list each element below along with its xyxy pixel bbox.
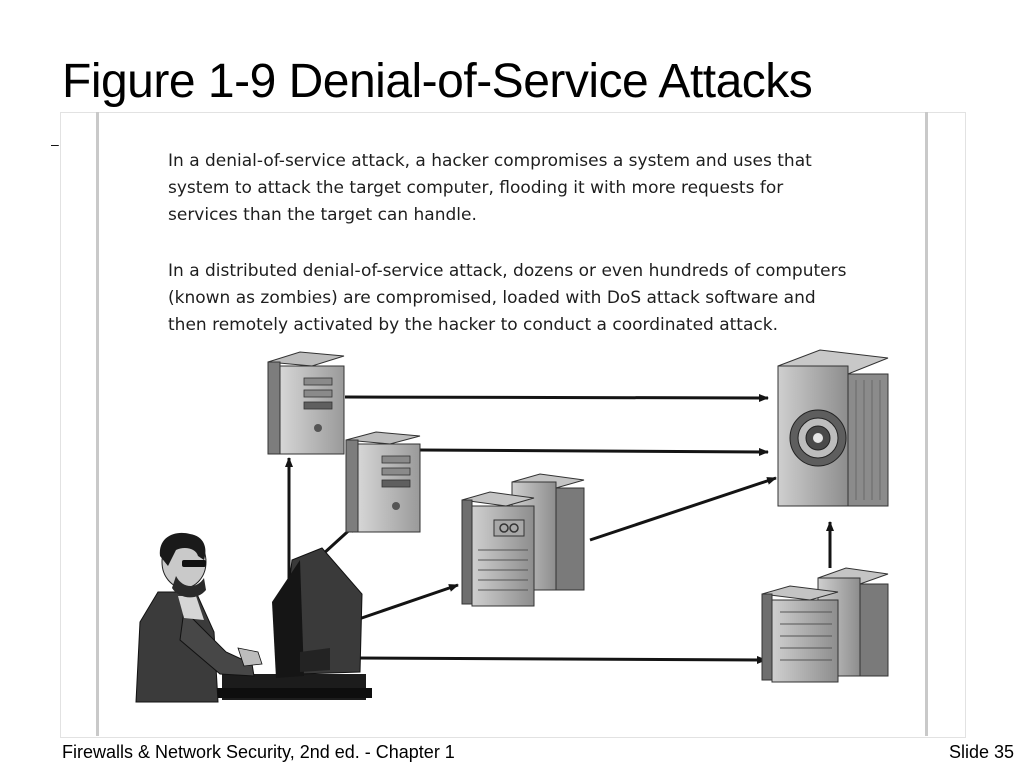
- arrow-hacker-to-zombie3: [349, 583, 459, 624]
- paragraph-2-line-3: then remotely activated by the hacker to…: [168, 315, 778, 335]
- paragraph-2-line-1: In a distributed denial-of-service attac…: [168, 261, 847, 281]
- paragraph-2-line-2: (known as zombies) are compromised, load…: [168, 288, 816, 308]
- hacker-at-computer-icon: [135, 532, 372, 703]
- zombie-server-pair-2-icon: [761, 567, 889, 683]
- arrow-zombie1-to-target: [344, 393, 769, 402]
- slide-title: Figure 1-9 Denial-of-Service Attacks: [62, 55, 813, 108]
- zombie-tower-1-icon: [267, 351, 345, 455]
- paragraph-1-line-1: In a denial-of-service attack, a hacker …: [168, 151, 812, 171]
- paragraph-1-line-2: system to attack the target computer, fl…: [168, 178, 783, 198]
- zombie-server-pair-1-icon: [461, 473, 585, 607]
- arrow-hacker-to-zombie4: [354, 655, 767, 664]
- slide-footer-course: Firewalls & Network Security, 2nd ed. - …: [62, 742, 455, 762]
- arrow-zombie2-to-target: [419, 447, 769, 456]
- arrow-zombie3-to-target: [589, 476, 777, 542]
- zombie-tower-2-icon: [345, 431, 421, 533]
- figure-paragraph-2: In a distributed denial-of-service attac…: [168, 261, 847, 335]
- target-server-icon: [777, 349, 889, 507]
- bullet-dash: –: [51, 136, 59, 152]
- slide-number: Slide 35: [948, 742, 1014, 762]
- figure-inner-border: [96, 112, 928, 736]
- figure-paragraph-1: In a denial-of-service attack, a hacker …: [168, 151, 812, 225]
- paragraph-1-line-3: services than the target can handle.: [168, 205, 477, 225]
